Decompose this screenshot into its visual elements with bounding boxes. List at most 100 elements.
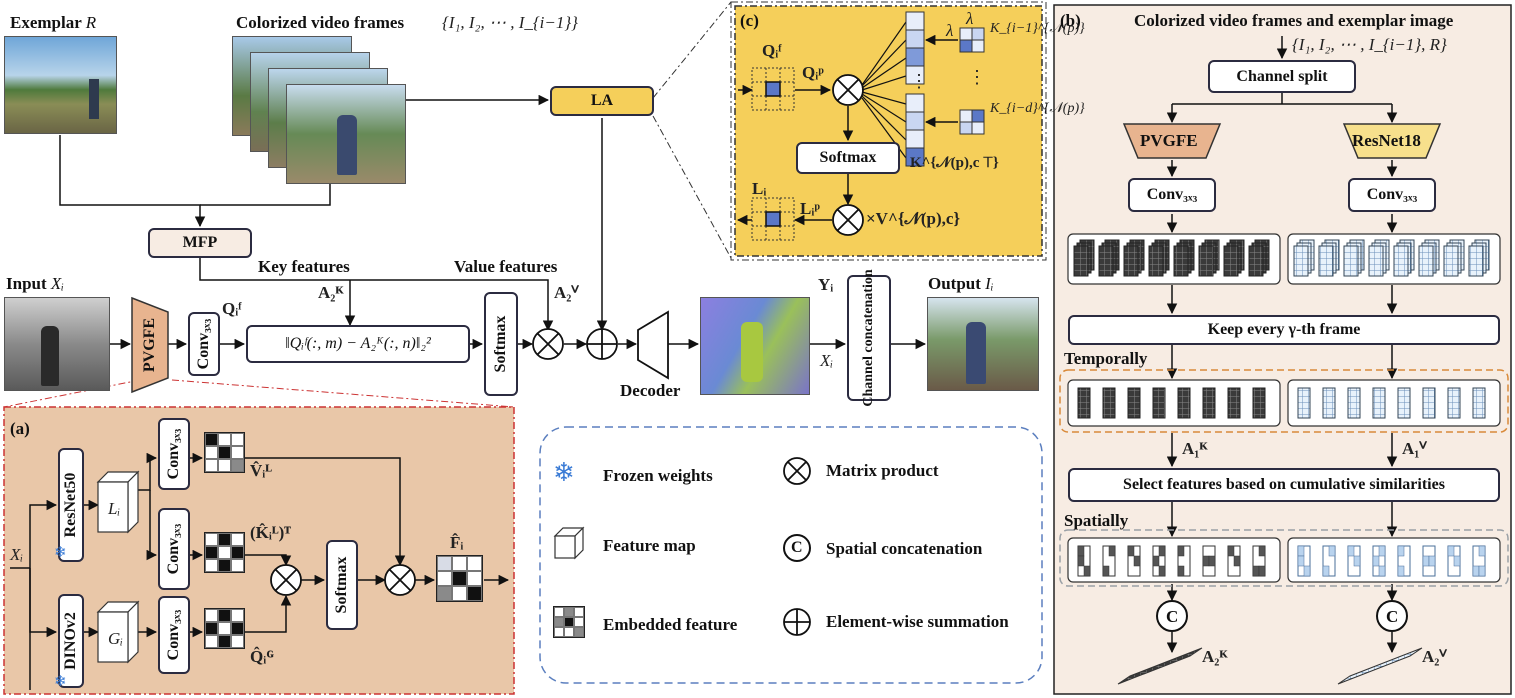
feature-slice bbox=[1098, 245, 1114, 277]
times-v-label: ×V^{𝒩(p),c} bbox=[866, 209, 961, 228]
qif-label: Qᵢᶠ bbox=[222, 299, 242, 318]
kl-label: (K̂ᵢᴸ)ᵀ bbox=[250, 523, 291, 542]
c-qip-label: Qᵢᵖ bbox=[802, 63, 824, 82]
fi-embedded-feature bbox=[436, 555, 483, 602]
conv-a3-box: Conv₃ₓ₃ bbox=[158, 596, 190, 674]
feature-slice bbox=[1368, 245, 1384, 277]
kl-embedded-feature bbox=[204, 532, 245, 573]
panel-a-xi: Xᵢ bbox=[10, 545, 24, 564]
softmax-main-box: Softmax bbox=[484, 292, 518, 396]
a1k-label: A₁ᴷ bbox=[1182, 439, 1208, 458]
feature-slice bbox=[1422, 387, 1436, 419]
vl-embedded-feature bbox=[204, 432, 245, 473]
li-feature-map bbox=[96, 470, 140, 534]
feature-slice bbox=[1468, 245, 1484, 277]
feature-slice bbox=[1177, 387, 1191, 419]
channel-split-box: Channel split bbox=[1208, 60, 1356, 93]
feature-slice bbox=[1393, 245, 1409, 277]
legend-matrix-product: Matrix product bbox=[826, 461, 939, 480]
resnet50-frozen-icon: ❄ bbox=[54, 545, 67, 561]
feature-slice bbox=[1372, 387, 1386, 419]
panel-b-label: (b) bbox=[1060, 11, 1081, 30]
feature-slice bbox=[1173, 245, 1189, 277]
xi-label: Xᵢ bbox=[820, 351, 834, 370]
feature-slice bbox=[1347, 387, 1361, 419]
gi-label: Gᵢ bbox=[108, 629, 123, 648]
feature-slice bbox=[1223, 245, 1239, 277]
decoder-trapezoid bbox=[637, 310, 669, 380]
resnet50-box: ResNet50 bbox=[58, 448, 84, 562]
feature-slice bbox=[1443, 245, 1459, 277]
resnet18-b-trapezoid bbox=[1342, 123, 1442, 159]
legend-spatial-concat: Spatial concatenation bbox=[826, 539, 983, 558]
pvgfe-b-label: PVGFE bbox=[1140, 131, 1198, 150]
conv-b-right-box: Conv₃ₓ₃ bbox=[1348, 178, 1436, 212]
feature-slice bbox=[1077, 387, 1091, 419]
channel-concat-box: Channel concatenation bbox=[847, 269, 891, 407]
feature-slice bbox=[1073, 245, 1089, 277]
output-image bbox=[927, 297, 1039, 391]
panel-c-label: (c) bbox=[740, 11, 759, 30]
feature-slice bbox=[1152, 387, 1166, 419]
temporally-label: Temporally bbox=[1064, 349, 1148, 368]
softmax-a-box: Softmax bbox=[326, 540, 358, 630]
spatially-label: Spatially bbox=[1064, 511, 1129, 530]
k-bottom-label: K_{i−d}^{𝒩(p)} bbox=[990, 101, 1085, 116]
c-li-label: Lᵢ bbox=[752, 179, 767, 198]
b-a2v-label: A₂ⱽ bbox=[1422, 647, 1447, 666]
legend-feature-map: Feature map bbox=[603, 536, 696, 555]
a2k-bar bbox=[1117, 647, 1203, 685]
legend-frame bbox=[539, 426, 1043, 684]
key-tile-bottom bbox=[959, 109, 985, 135]
legend-embedded: Embedded feature bbox=[603, 615, 738, 634]
fi-label: F̂ᵢ bbox=[450, 533, 464, 552]
resnet18-b-label: ResNet18 bbox=[1352, 131, 1421, 150]
c-qif-label: Qᵢᶠ bbox=[762, 41, 782, 60]
colorized-label: Colorized video frames bbox=[236, 13, 405, 32]
embedded-feature-legend-icon bbox=[553, 606, 585, 638]
a1v-label: A₁ⱽ bbox=[1402, 439, 1427, 458]
dinov2-frozen-icon: ❄ bbox=[54, 674, 67, 690]
feature-slice bbox=[1418, 245, 1434, 277]
panel-b-title: Colorized video frames and exemplar imag… bbox=[1134, 11, 1454, 30]
select-features-box: Select features based on cumulative simi… bbox=[1068, 468, 1500, 502]
feature-slice bbox=[1102, 387, 1116, 419]
output-label: Output Iᵢ bbox=[928, 274, 994, 293]
panel-b-set: {I₁, I₂, ⋯ , I_{i−1}, R} bbox=[1292, 35, 1447, 54]
feature-slice bbox=[1318, 245, 1334, 277]
feature-slice bbox=[1127, 387, 1141, 419]
feature-map-legend-icon bbox=[553, 526, 585, 560]
a2v-bar bbox=[1337, 647, 1423, 685]
input-label: Input Xᵢ bbox=[6, 274, 64, 293]
feature-slice bbox=[1297, 387, 1311, 419]
conv-a1-box: Conv₃ₓ₃ bbox=[158, 418, 190, 490]
snowflake-icon: ❄ bbox=[553, 458, 575, 487]
exemplar-image bbox=[4, 36, 117, 134]
lambda-right: λ bbox=[966, 9, 974, 28]
la-box: LA bbox=[550, 86, 654, 116]
exemplar-label: Exemplar R bbox=[10, 13, 97, 32]
a2k-label: A₂ᴷ bbox=[318, 283, 344, 302]
li-label: Lᵢ bbox=[108, 499, 121, 518]
colorized-set: {I₁, I₂, ⋯ , I_{i−1}} bbox=[442, 13, 578, 32]
qg-label: Q̂ᵢᴳ bbox=[250, 647, 275, 666]
softmax-c-box: Softmax bbox=[796, 142, 900, 174]
qg-embedded-feature bbox=[204, 608, 245, 649]
feature-slice bbox=[1472, 387, 1486, 419]
decoder-label: Decoder bbox=[620, 381, 681, 400]
b-a2k-label: A₂ᴷ bbox=[1202, 647, 1228, 666]
key-features-label: Key features bbox=[258, 257, 350, 276]
pvgfe-trapezoid bbox=[131, 296, 169, 394]
pvgfe-main-label: PVGFE bbox=[141, 317, 158, 373]
feature-slice bbox=[1202, 387, 1216, 419]
panel-a-label: (a) bbox=[10, 419, 30, 438]
feature-slice bbox=[1397, 387, 1411, 419]
feature-slice bbox=[1293, 245, 1309, 277]
distance-box: ‖Qᵢᶠ(:, m) − A₂ᴷ(:, n)‖₂² bbox=[246, 325, 470, 363]
feature-slice bbox=[1148, 245, 1164, 277]
conv-b-left-box: Conv₃ₓ₃ bbox=[1128, 178, 1216, 212]
k-transpose-label: K^{𝒩(p),c ⊤} bbox=[910, 155, 999, 171]
yi-intermediate-image bbox=[700, 297, 810, 395]
